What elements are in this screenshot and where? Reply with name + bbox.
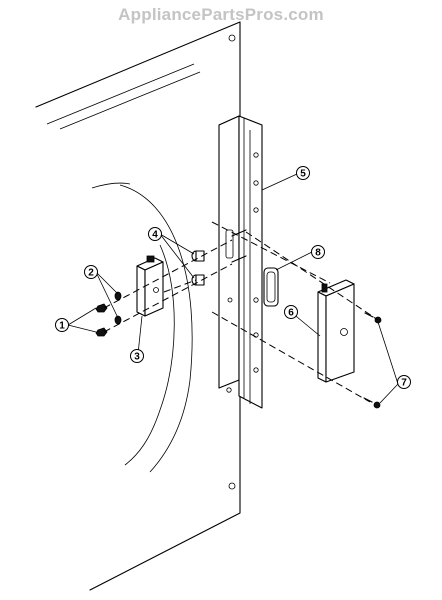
svg-text:8: 8 [315,248,321,259]
nuts [95,303,108,337]
svg-text:2: 2 [88,268,94,279]
callout-3: 3 [130,349,144,363]
svg-text:6: 6 [288,308,294,319]
svg-text:7: 7 [401,378,407,389]
callout-7: 7 [397,375,411,389]
svg-text:3: 3 [134,352,140,363]
assembly-lines [103,221,379,403]
callout-8: 8 [311,245,325,259]
callout-2: 2 [84,265,98,279]
latch-block [136,255,164,317]
callout-6: 6 [284,305,298,319]
svg-text:1: 1 [59,321,65,332]
svg-text:5: 5 [300,169,306,180]
callout-4: 4 [148,227,162,241]
callout-5: 5 [296,166,310,180]
washers [114,291,122,325]
strike-insert [263,267,279,307]
svg-text:4: 4 [152,230,158,241]
screws [363,312,382,409]
watermark: AppliancePartsPros.com [118,5,324,24]
latch-bracket [218,115,263,409]
door-liner-arcs [91,182,193,473]
leader-lines [67,173,399,404]
latch-housing [317,279,355,383]
callout-1: 1 [55,318,69,332]
studs [231,229,247,263]
